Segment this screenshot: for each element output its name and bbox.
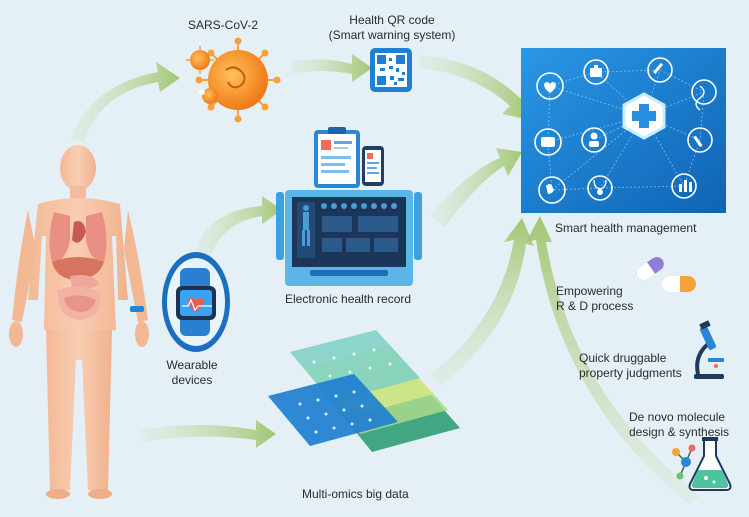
human-body-icon [9, 145, 149, 499]
label-wearable-line2: devices [171, 373, 213, 387]
arrow-body-to-ehr [195, 196, 282, 258]
arrow-virus-to-qr [290, 54, 372, 82]
label-drug-line2: property judgments [579, 366, 682, 380]
label-denovo-line2: design & synthesis [629, 425, 730, 439]
molecule-icon [672, 444, 696, 480]
phone-icon [362, 146, 384, 186]
flow-arrows [70, 54, 700, 505]
label-qr-line1: Health QR code [349, 13, 435, 27]
label-denovo-line1: De novo molecule [629, 410, 726, 424]
label-omics: Multi-omics big data [302, 487, 409, 501]
label-rd-line2: R & D process [556, 299, 634, 313]
arrow-omics-to-panel [430, 218, 534, 386]
medical-network-icon [521, 48, 726, 213]
capsule-icon [636, 257, 696, 292]
arrow-qr-to-panel [420, 55, 530, 120]
microscope-icon [694, 320, 724, 379]
label-qr-line2: (Smart warning system) [328, 28, 456, 42]
clipboard-icon [314, 127, 360, 188]
arrow-body-to-virus [70, 62, 180, 142]
label-drug-line1: Quick druggable [579, 351, 667, 365]
data-layers-icon [268, 330, 460, 452]
monitor-icon [276, 190, 422, 286]
arrow-body-to-omics [140, 420, 276, 448]
label-ehr: Electronic health record [285, 292, 412, 306]
label-wearable-line1: Wearable [166, 358, 218, 372]
qr-code-icon [370, 48, 412, 92]
arrow-rd-to-panel [526, 216, 700, 505]
virus-icon [186, 37, 281, 123]
arrow-ehr-to-panel [430, 148, 522, 228]
smartwatch-icon [162, 252, 230, 352]
flask-icon [688, 437, 732, 491]
label-sars: SARS-CoV-2 [188, 18, 259, 32]
label-rd-line1: Empowering [556, 284, 623, 298]
label-smart-health: Smart health management [555, 221, 697, 235]
